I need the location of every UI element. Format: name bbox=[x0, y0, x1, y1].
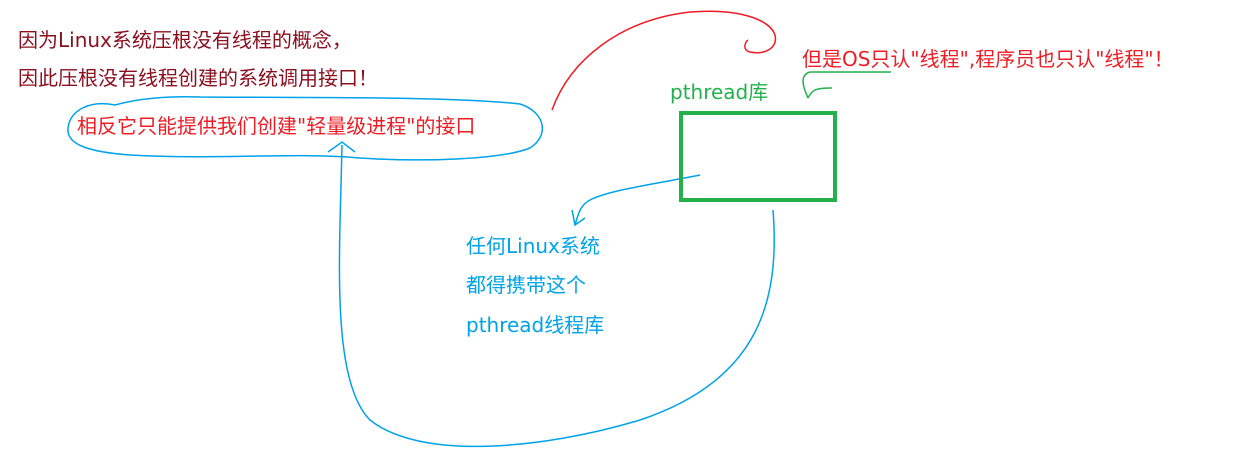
blue-loop-arrow bbox=[327, 141, 775, 448]
red-arc-arrow bbox=[551, 10, 777, 111]
note-no-thread-syscall: 因此压根没有线程创建的系统调用接口！ bbox=[18, 66, 378, 90]
blue-note-line-1: 任何Linux系统 bbox=[466, 234, 600, 258]
blue-pointer-arrow bbox=[571, 174, 701, 227]
pthread-library-box bbox=[679, 111, 837, 202]
note-lightweight-process: 相反它只能提供我们创建"轻量级进程"的接口 bbox=[77, 114, 476, 138]
green-underline-arrow bbox=[802, 71, 891, 99]
blue-note-line-2: 都得携带这个 bbox=[466, 273, 586, 297]
note-no-thread-concept: 因为Linux系统压根没有线程的概念， bbox=[18, 28, 352, 52]
blue-note-line-3: pthread线程库 bbox=[466, 313, 605, 337]
pthread-library-label: pthread库 bbox=[670, 80, 769, 104]
blue-ellipse-stroke bbox=[67, 96, 544, 161]
note-os-only-thread: 但是OS只认"线程",程序员也只认"线程"！ bbox=[802, 47, 1174, 71]
